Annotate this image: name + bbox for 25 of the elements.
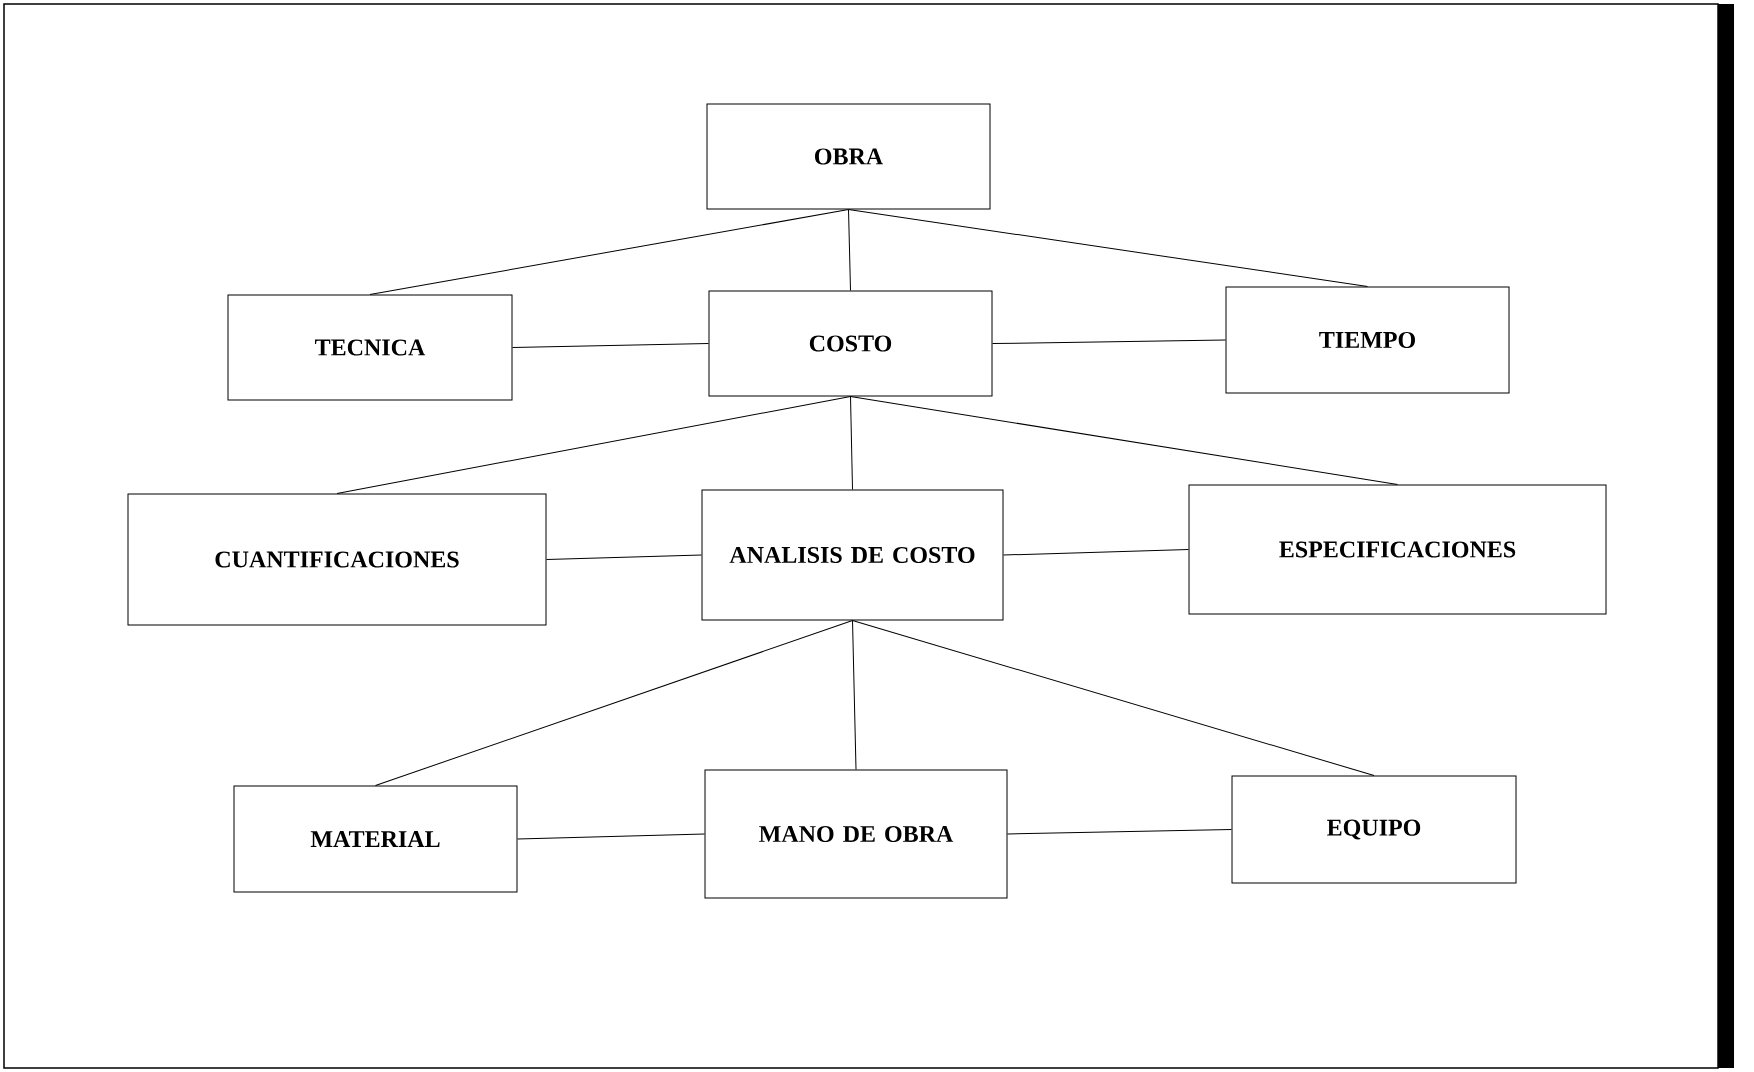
concept-box: ANALISIS DE COSTO <box>701 489 1004 621</box>
connector-line <box>848 209 1368 287</box>
concept-box: MATERIAL <box>233 785 518 893</box>
connector-line <box>512 343 709 348</box>
concept-box: MANO DE OBRA <box>704 769 1008 899</box>
connector-line <box>1003 549 1189 556</box>
concept-box: OBRA <box>706 103 991 210</box>
connector-line <box>546 554 702 560</box>
connector-line <box>1007 829 1232 835</box>
concept-box: ESPECIFICACIONES <box>1188 484 1607 615</box>
connector-line <box>369 209 849 295</box>
concept-box: CUANTIFICACIONES <box>127 493 547 626</box>
concept-box: TECNICA <box>227 294 513 401</box>
connector-line <box>336 396 851 494</box>
connector-line <box>852 620 857 770</box>
connector-line <box>848 209 851 291</box>
connector-line <box>992 339 1226 344</box>
connector-line <box>517 833 705 840</box>
concept-box: EQUIPO <box>1231 775 1517 884</box>
concept-box: COSTO <box>708 290 993 397</box>
connector-line <box>375 620 853 786</box>
connector-line <box>850 396 853 490</box>
connector-line <box>852 620 1375 776</box>
concept-box: TIEMPO <box>1225 286 1510 394</box>
connector-line <box>850 396 1398 485</box>
